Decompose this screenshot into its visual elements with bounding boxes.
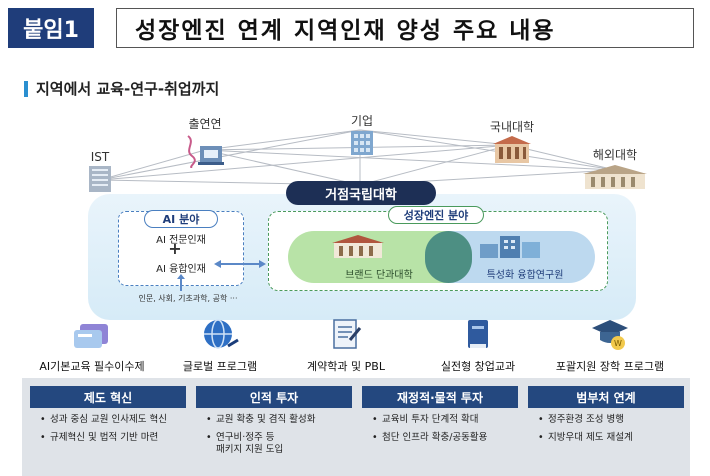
document-icon: [326, 318, 366, 352]
node-label: 국내대학: [489, 120, 535, 134]
pillar-item: 정주환경 조성 병행: [538, 414, 678, 426]
pillar-head: 제도 혁신: [30, 386, 186, 408]
research-institute-label: 특성화 융합연구원: [486, 270, 564, 281]
node-label: 출연연: [188, 117, 222, 131]
hub-title: 거점국립대학: [286, 181, 436, 205]
node-ist: IST: [80, 150, 120, 194]
ai-disciplines-note: 인문, 사회, 기초과학, 공학 ···: [138, 294, 238, 303]
pillar-item: 규제혁신 및 법적 기반 마련: [40, 432, 180, 444]
institute-building-icon: [480, 236, 540, 258]
svg-text:W: W: [614, 339, 622, 348]
pillar-head: 인적 투자: [196, 386, 352, 408]
node-domestic-univ: 국내대학: [484, 118, 540, 165]
node-research: 출연연: [180, 115, 230, 168]
pillar-head: 범부처 연계: [528, 386, 684, 408]
up-arrow-icon: [177, 274, 185, 291]
program-label: 글로벌 프로그램: [182, 360, 258, 373]
program-label: 포괄지원 장학 프로그램: [555, 360, 665, 373]
pillar-item: 성과 중심 교원 인사제도 혁신: [40, 414, 180, 426]
node-label: 해외대학: [592, 148, 638, 162]
appendix-badge: 붙임1: [8, 8, 94, 48]
pillar-institutional: 제도 혁신 성과 중심 교원 인사제도 혁신 규제혁신 및 법적 기반 마련: [30, 386, 186, 450]
pillar-head: 재정적·물적 투자: [362, 386, 518, 408]
ai-field-tag: AI 분야: [144, 210, 218, 228]
program-global: [190, 318, 250, 352]
program-label: AI기본교육 필수이수제: [39, 360, 145, 373]
book-icon: [462, 318, 494, 352]
program-label: 실전형 창업교과: [440, 360, 516, 373]
program-label: 계약학과 및 PBL: [307, 360, 385, 373]
oval-overlap: [425, 231, 472, 283]
college-building-icon: [332, 235, 384, 258]
graduation-cap-icon: W: [588, 318, 632, 352]
plus-icon: +: [168, 239, 182, 258]
pillar-human: 인적 투자 교원 확충 및 겸직 활성화 연구비·정주 등 패키지 지원 도입: [196, 386, 352, 462]
campus-icon: [580, 163, 650, 191]
accent-bar: [24, 80, 28, 97]
page-title: 성장엔진 연계 지역인재 양성 주요 내용: [116, 8, 694, 48]
pillar-item: 연구비·정주 등 패키지 지원 도입: [206, 432, 346, 456]
ai-convergence-label: AI 융합인재: [156, 264, 206, 275]
pillar-item: 첨단 인프라 확충/공동활용: [372, 432, 512, 444]
subheading-text: 지역에서 교육-연구-취업까지: [36, 80, 220, 98]
brand-college-label: 브랜드 단과대학: [345, 270, 413, 281]
node-label: IST: [90, 150, 110, 164]
globe-icon: [190, 318, 250, 352]
section-subheading: 지역에서 교육-연구-취업까지: [24, 78, 219, 99]
pillar-item: 교육비 투자 단계적 확대: [372, 414, 512, 426]
ai-expert-label: AI 전문인재: [156, 235, 206, 246]
program-contract: [326, 318, 366, 352]
program-startup: [462, 318, 494, 352]
program-scholarship: W: [588, 318, 632, 352]
node-company: 기업: [340, 112, 384, 157]
pillar-item: 교원 확충 및 겸직 활성화: [206, 414, 346, 426]
growth-field-tag: 성장엔진 분야: [388, 206, 484, 224]
node-label: 기업: [350, 114, 374, 128]
pillar-item: 지방우대 제도 재설계: [538, 432, 678, 444]
program-ai-basic: [50, 322, 134, 350]
card-icon: [50, 322, 134, 350]
building-icon: [80, 164, 120, 194]
pillar-interministerial: 범부처 연계 정주환경 조성 병행 지방우대 제도 재설계: [528, 386, 684, 450]
pillar-financial: 재정적·물적 투자 교육비 투자 단계적 확대 첨단 인프라 확충/공동활용: [362, 386, 518, 450]
node-foreign-univ: 해외대학: [580, 146, 650, 191]
research-lab-icon: [180, 132, 230, 168]
university-icon: [484, 135, 540, 165]
double-arrow-icon: [214, 260, 266, 268]
office-tower-icon: [340, 129, 384, 157]
